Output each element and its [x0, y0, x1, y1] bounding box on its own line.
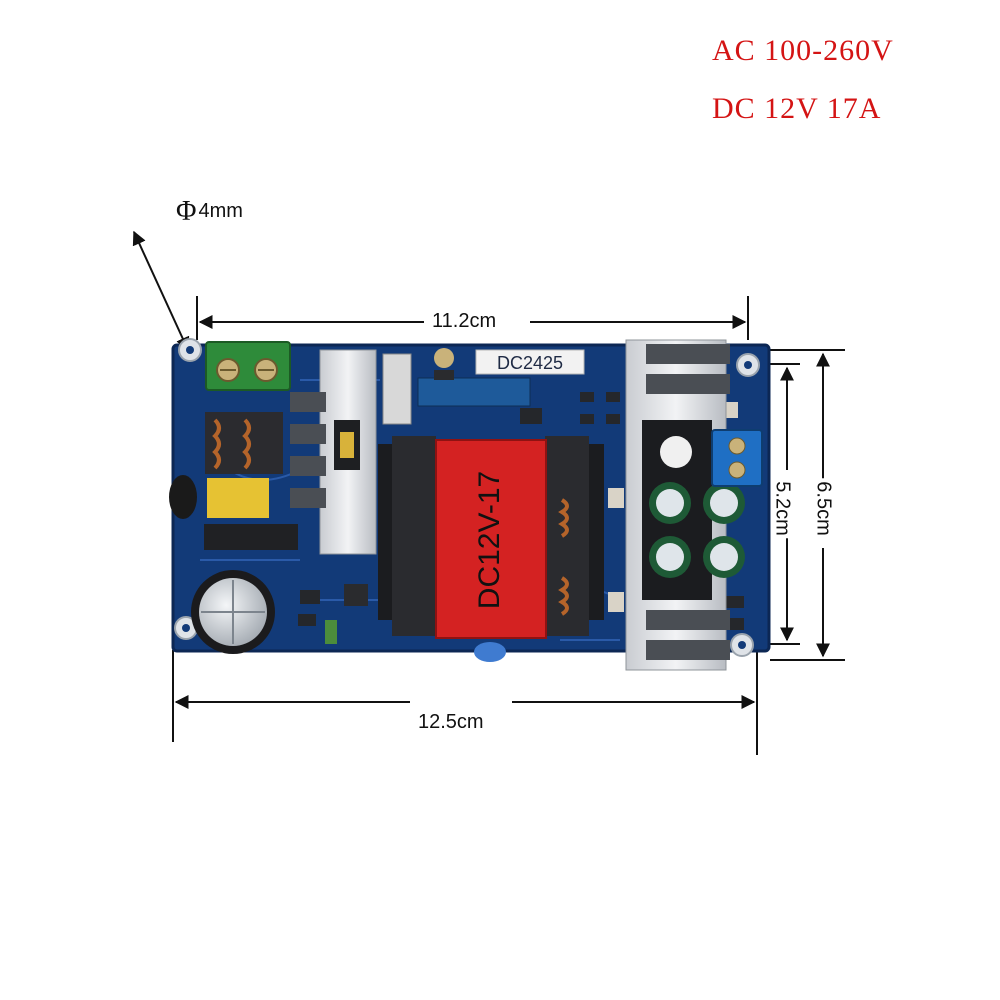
transformer-label: DC12V-17 — [473, 471, 506, 609]
model-label: DC2425 — [497, 353, 563, 373]
bulk-capacitor — [191, 570, 275, 654]
board-width-label: 12.5cm — [414, 711, 488, 734]
output-spec: DC 12V 17A — [712, 92, 882, 125]
hole-diameter-value: 4mm — [198, 200, 243, 222]
board-height-label: 6.5cm — [811, 478, 835, 539]
pcb: DC2425 DC12V-17 — [169, 338, 771, 671]
model-label-sticker: DC2425 — [475, 349, 585, 375]
input-spec: AC 100-260V — [712, 34, 894, 67]
output-capacitors — [649, 482, 745, 578]
input-filter — [169, 412, 298, 550]
hole-spacing-height-label: 5.2cm — [770, 478, 794, 539]
phi-symbol: Φ — [176, 196, 197, 227]
transformer: DC12V-17 — [378, 436, 604, 662]
header-module — [382, 348, 531, 425]
input-terminal-block — [205, 341, 291, 391]
output-terminal-block — [711, 429, 763, 487]
left-heatsink — [290, 349, 377, 555]
dimension-lines — [132, 230, 845, 755]
hole-spacing-width-label: 11.2cm — [428, 310, 501, 333]
